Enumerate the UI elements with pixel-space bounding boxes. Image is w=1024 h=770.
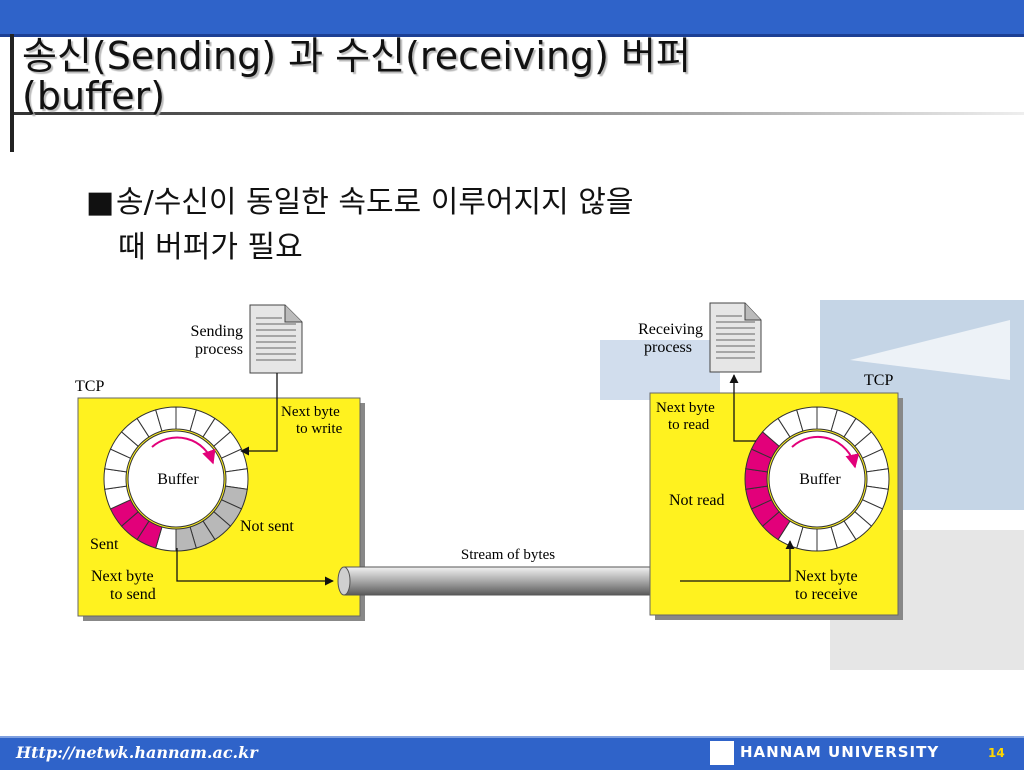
receiver-buffer-label: Buffer (799, 471, 841, 488)
sender-buffer-label: Buffer (157, 471, 199, 488)
slide-title: 송신(Sending) 과 수신(receiving) 버퍼 (buffer) (22, 36, 922, 116)
receiver-tcp-label: TCP (864, 372, 893, 389)
receiver-buffer-ring (744, 406, 890, 552)
next-byte-to-send-1: Next byte (91, 568, 154, 585)
buffer-segment (796, 406, 818, 432)
page-number: 14 (988, 746, 1005, 760)
sending-process-label-2: process (195, 341, 243, 358)
receiver-buffer-center (768, 430, 866, 528)
title-line-2: (buffer) (22, 74, 166, 118)
title-accent-bar (10, 34, 14, 152)
receiving-process-label-1: Receiving (638, 321, 703, 338)
bullet-text-line-2: 때 버퍼가 필요 (118, 230, 303, 265)
not-read-label: Not read (669, 492, 725, 509)
read-arrow (729, 374, 756, 442)
not-sent-label: Not sent (240, 518, 294, 535)
sender-direction-arrow (151, 436, 216, 465)
footer-url-link[interactable]: Http://netwk.hannam.ac.kr (16, 743, 258, 762)
buffer-segment (155, 406, 177, 432)
top-banner (0, 0, 1024, 37)
bullet-square-icon: ■ (86, 185, 115, 220)
next-byte-to-send-2: to send (110, 586, 156, 603)
sent-label: Sent (90, 536, 119, 553)
next-byte-to-receive-2: to receive (795, 586, 858, 603)
university-logo-icon (710, 741, 734, 765)
bullet-text-line-1: 송/수신이 동일한 속도로 이루어지지 않을 (116, 185, 634, 220)
footer-bar: Http://netwk.hannam.ac.kr HANNAM UNIVERS… (0, 736, 1024, 770)
receive-arrow (680, 540, 795, 582)
receiving-process-label-2: process (644, 339, 692, 356)
send-arrow (176, 548, 334, 586)
title-line-1: 송신(Sending) 과 수신(receiving) 버퍼 (22, 34, 691, 78)
title-underline (14, 112, 1024, 115)
sender-buffer-center (127, 430, 225, 528)
receiving-process-document-icon (709, 302, 762, 373)
stream-of-bytes-label: Stream of bytes (461, 547, 555, 563)
pipe-left-end (337, 566, 351, 596)
next-byte-to-read-2: to read (668, 417, 710, 433)
sending-process-label-1: Sending (191, 323, 243, 340)
sending-process-document-icon (249, 304, 303, 374)
receiver-direction-arrow (791, 435, 860, 469)
next-byte-to-write-2: to write (296, 421, 343, 437)
write-arrow (240, 373, 278, 456)
byte-stream-pipe (344, 567, 668, 595)
sender-buffer-ring (103, 406, 249, 552)
next-byte-to-receive-1: Next byte (795, 568, 858, 585)
bullet-point: ■송/수신이 동일한 속도로 이루어지지 않을 때 버퍼가 필요 (86, 180, 906, 270)
next-byte-to-read-1: Next byte (656, 400, 715, 416)
university-name: HANNAM UNIVERSITY (740, 743, 940, 761)
sender-tcp-label: TCP (75, 378, 104, 395)
next-byte-to-write-1: Next byte (281, 404, 340, 420)
